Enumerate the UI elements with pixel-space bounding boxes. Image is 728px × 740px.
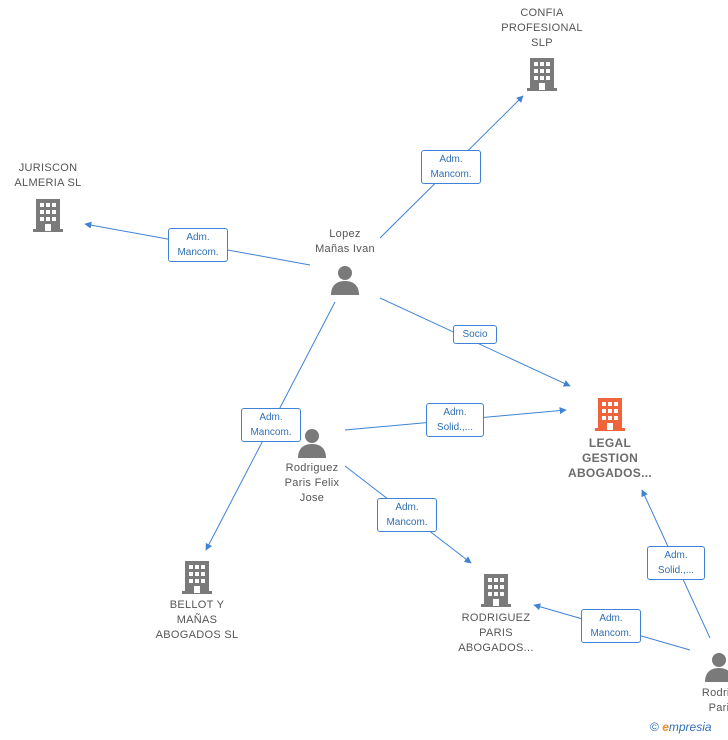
node-label: CONFIA PROFESIONAL SLP bbox=[501, 7, 583, 49]
node-legal[interactable]: LEGAL GESTION ABOGADOS... bbox=[550, 396, 670, 481]
node-label: RODRIGUEZ PARIS ABOGADOS... bbox=[458, 612, 534, 654]
person-icon bbox=[705, 653, 728, 682]
edge-label-lopez-bellot: Adm. Mancom. bbox=[241, 408, 301, 442]
edge-label-lopez-juriscon: Adm. Mancom. bbox=[168, 228, 228, 262]
person-icon bbox=[331, 266, 359, 295]
brand-logo-e: e bbox=[662, 720, 669, 734]
node-label: Rodriguez Paris Felix Jose bbox=[284, 462, 340, 504]
edge-label-partial-legal: Adm. Solid.,... bbox=[647, 546, 705, 580]
building-icon bbox=[527, 58, 557, 91]
node-label: BELLOT Y MAÑAS ABOGADOS SL bbox=[155, 599, 239, 641]
node-bellot[interactable]: BELLOT Y MAÑAS ABOGADOS SL bbox=[137, 559, 257, 643]
node-label: JURISCON ALMERIA SL bbox=[14, 162, 82, 189]
node-lopez[interactable]: Lopez Mañas Ivan bbox=[285, 227, 405, 295]
building-icon bbox=[33, 199, 63, 232]
edge-label-partial-rodriguez-paris: Adm. Mancom. bbox=[581, 609, 641, 643]
brand-logo-text: mpresia bbox=[668, 720, 712, 734]
node-label: Lopez Mañas Ivan bbox=[315, 228, 375, 255]
node-label: LEGAL GESTION ABOGADOS... bbox=[568, 436, 652, 480]
footer-brand: © empresia bbox=[650, 720, 712, 734]
building-icon bbox=[595, 398, 625, 431]
building-icon bbox=[182, 561, 212, 594]
node-juriscon[interactable]: JURISCON ALMERIA SL bbox=[0, 161, 108, 233]
person-icon bbox=[298, 429, 326, 458]
node-confia[interactable]: CONFIA PROFESIONAL SLP bbox=[482, 6, 602, 92]
node-rodriguez-felix[interactable]: Rodriguez Paris Felix Jose bbox=[252, 428, 372, 506]
edge-label-felix-rodriguez-paris: Adm. Mancom. bbox=[377, 498, 437, 532]
node-label: Rodrig Pari bbox=[701, 687, 728, 714]
node-rodriguez-paris[interactable]: RODRIGUEZ PARIS ABOGADOS... bbox=[436, 572, 556, 656]
edge-label-lopez-confia: Adm. Mancom. bbox=[421, 150, 481, 184]
node-rodrig-partial[interactable]: Rodrig Pari bbox=[686, 652, 728, 716]
building-icon bbox=[481, 574, 511, 607]
edge-label-felix-legal: Adm. Solid.,... bbox=[426, 403, 484, 437]
edge-label-lopez-legal: Socio bbox=[453, 325, 497, 344]
copyright-symbol: © bbox=[650, 720, 659, 734]
